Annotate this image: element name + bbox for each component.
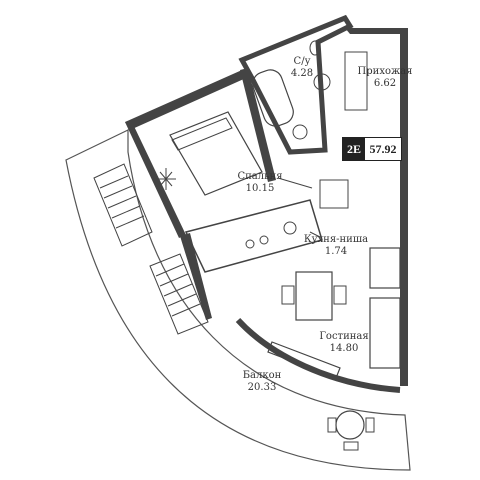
sofa-top: [369, 247, 401, 289]
bedroom-area: 10.15: [245, 183, 275, 194]
exterior-wall-top: [345, 28, 408, 34]
bedroom-name: Спальня: [237, 171, 283, 182]
chair-left: [281, 285, 295, 305]
bed: [169, 111, 263, 196]
sunbed-2: [149, 253, 209, 335]
balcony-chair-left: [327, 417, 337, 433]
chair-right: [333, 285, 347, 305]
bathroom-name: С/у: [293, 56, 311, 67]
bathroom-wall: [238, 14, 354, 155]
kitchen-wall: [180, 233, 212, 320]
bed-pillows: [171, 117, 233, 151]
bathroom-area: 4.28: [290, 68, 314, 79]
balcony-outline: [65, 129, 411, 471]
balcony-area: 20.33: [247, 382, 277, 393]
bedroom-wall-right: [240, 68, 276, 182]
balcony-chair-right: [365, 417, 375, 433]
fridge: [319, 179, 349, 209]
tv-unit: [267, 341, 341, 379]
kitchen-area: 1.74: [324, 246, 348, 257]
plant: [156, 168, 176, 190]
toilet: [309, 40, 321, 56]
living-name: Гостиная: [319, 331, 369, 342]
kitchen-block: [184, 199, 323, 273]
hallway-name: Прихожая: [357, 66, 413, 77]
balcony-table: [335, 410, 365, 440]
hob-2: [259, 235, 269, 245]
bedroom-label-leader: [277, 177, 313, 189]
washbasin: [313, 73, 331, 91]
balcony-chair-bottom: [343, 441, 359, 451]
dining-table: [295, 271, 333, 321]
apartment-total-area: 57.92: [365, 138, 401, 160]
living-area: 14.80: [329, 343, 359, 354]
washer: [292, 124, 308, 140]
apartment-badge: 2Е 57.92: [342, 137, 402, 161]
wardrobe: [344, 51, 368, 111]
sofa-bottom: [369, 297, 401, 369]
apartment-type: 2Е: [343, 138, 365, 160]
balcony-name: Балкон: [242, 370, 282, 381]
hob-1: [245, 239, 255, 249]
sunbed-1: [93, 163, 153, 247]
bathtub: [252, 69, 294, 127]
hallway-area: 6.62: [373, 78, 397, 89]
kitchen-label-leader: [309, 231, 323, 239]
exterior-wall-right: [400, 32, 408, 386]
kitchen-name: Кухня-ниша: [303, 234, 369, 245]
bedroom-wall-top: [125, 70, 246, 130]
sink: [283, 221, 297, 235]
bedroom-wall-left: [125, 122, 186, 238]
